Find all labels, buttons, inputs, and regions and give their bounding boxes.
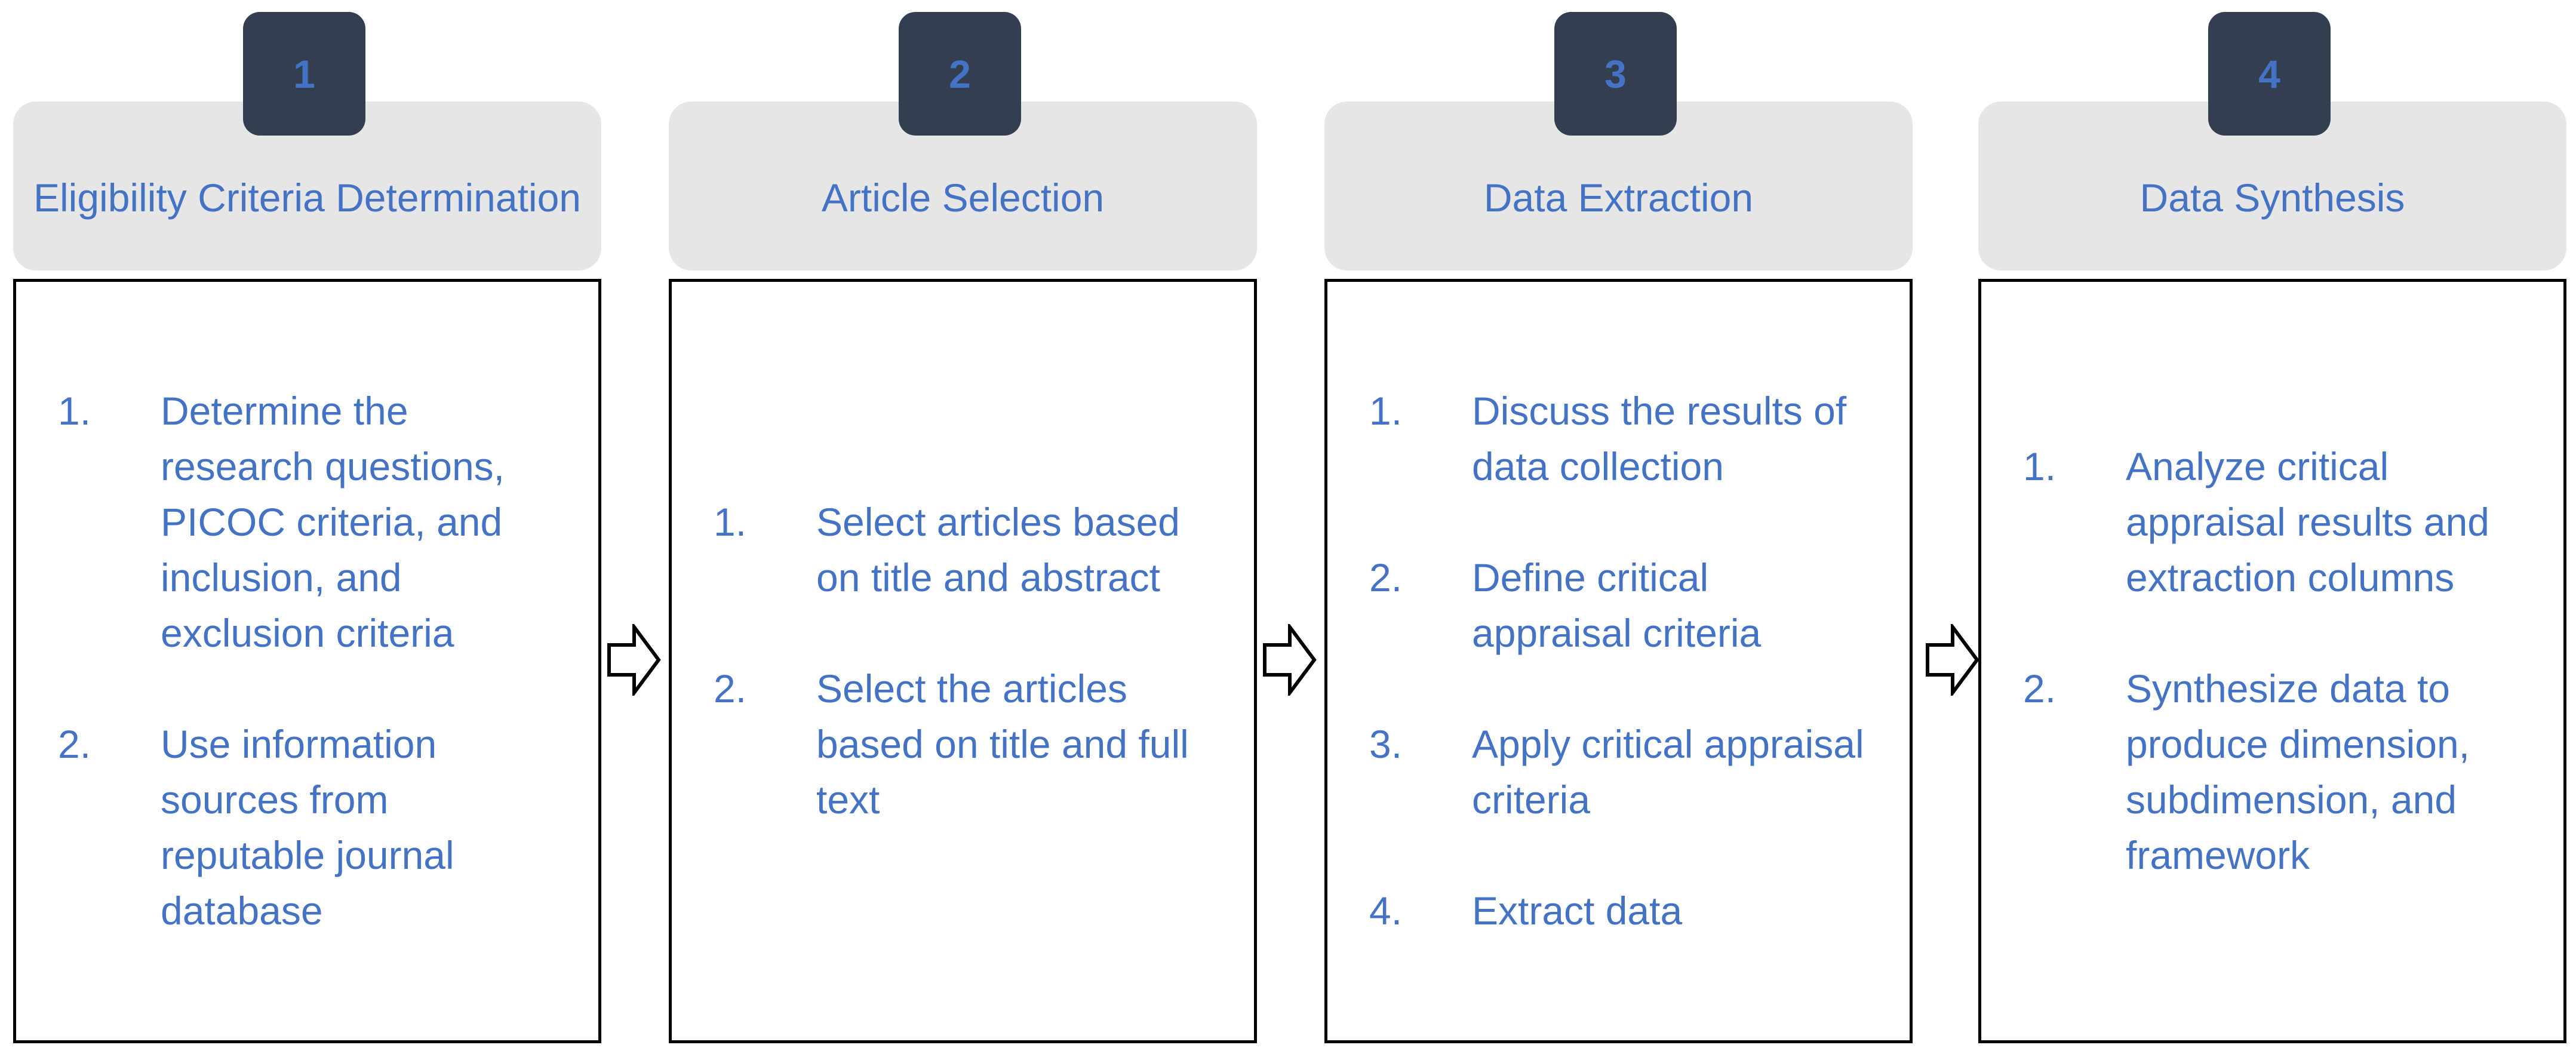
step-text: Discuss the results of data collection [1472,389,1847,488]
step-item: 2. Select the articles based on title an… [714,661,1218,828]
stage-number-badge-4: 4 [2208,12,2331,136]
stage-column-3: Data Extraction 3 1. Discuss the results… [1324,0,1913,1054]
stage-title-3: Data Extraction [1483,176,1754,220]
step-number: 1. [714,500,747,544]
right-arrow-icon [1263,624,1317,696]
stage-title-1: Eligibility Criteria Determination [33,176,581,220]
step-number: 2. [58,722,91,766]
stage-number-badge-3: 3 [1554,12,1677,136]
step-item: 2. Use information sources from reputabl… [58,717,562,939]
step-text: Define critical appraisal criteria [1472,555,1762,655]
stage-title-2: Article Selection [821,176,1105,220]
step-text: Extract data [1472,889,1683,933]
stage-number-badge-1: 1 [243,12,365,136]
stage-column-2: Article Selection 2 1. Select articles b… [669,0,1257,1054]
step-number: 1. [58,389,91,433]
right-arrow-icon [607,624,661,696]
step-item: 1. Discuss the results of data collectio… [1369,383,1874,494]
step-number: 2. [1369,555,1403,600]
right-arrow-icon [1926,624,1979,696]
step-item: 2. Synthesize data to produce dimension,… [2023,661,2528,883]
stage-header-4: Data Synthesis [1978,102,2566,271]
step-list-3: 1. Discuss the results of data collectio… [1327,383,1910,939]
stage-column-4: Data Synthesis 4 1. Analyze critical app… [1978,0,2566,1054]
stage-box-3: 1. Discuss the results of data collectio… [1324,279,1913,1043]
step-text: Analyze critical appraisal results and e… [2126,444,2490,600]
step-item: 1. Select articles based on title and ab… [714,494,1218,606]
step-text: Select articles based on title and abstr… [816,500,1180,600]
stage-box-4: 1. Analyze critical appraisal results an… [1978,279,2566,1043]
stage-number-badge-2: 2 [899,12,1021,136]
stage-box-1: 1. Determine the research questions, PIC… [13,279,601,1043]
step-text: Synthesize data to produce dimension, su… [2126,666,2470,877]
step-number: 1. [2023,444,2057,488]
step-number: 1. [1369,389,1403,433]
step-text: Select the articles based on title and f… [816,666,1189,822]
step-number: 2. [714,666,747,711]
step-text: Determine the research questions, PICOC … [161,389,505,655]
step-list-1: 1. Determine the research questions, PIC… [16,383,598,939]
step-text: Use information sources from reputable j… [161,722,454,933]
step-list-2: 1. Select articles based on title and ab… [672,494,1254,828]
step-text: Apply critical appraisal criteria [1472,722,1864,822]
step-number: 2. [2023,666,2057,711]
stage-header-2: Article Selection [669,102,1257,271]
stage-box-2: 1. Select articles based on title and ab… [669,279,1257,1043]
step-list-4: 1. Analyze critical appraisal results an… [1981,439,2563,883]
step-item: 3. Apply critical appraisal criteria [1369,717,1874,828]
stage-title-4: Data Synthesis [2140,176,2405,220]
step-item: 1. Determine the research questions, PIC… [58,383,562,661]
step-number: 4. [1369,889,1403,933]
step-number: 3. [1369,722,1403,766]
step-item: 2. Define critical appraisal criteria [1369,550,1874,661]
step-item: 4. Extract data [1369,883,1874,939]
stage-column-1: Eligibility Criteria Determination 1 1. … [13,0,601,1054]
step-item: 1. Analyze critical appraisal results an… [2023,439,2528,606]
